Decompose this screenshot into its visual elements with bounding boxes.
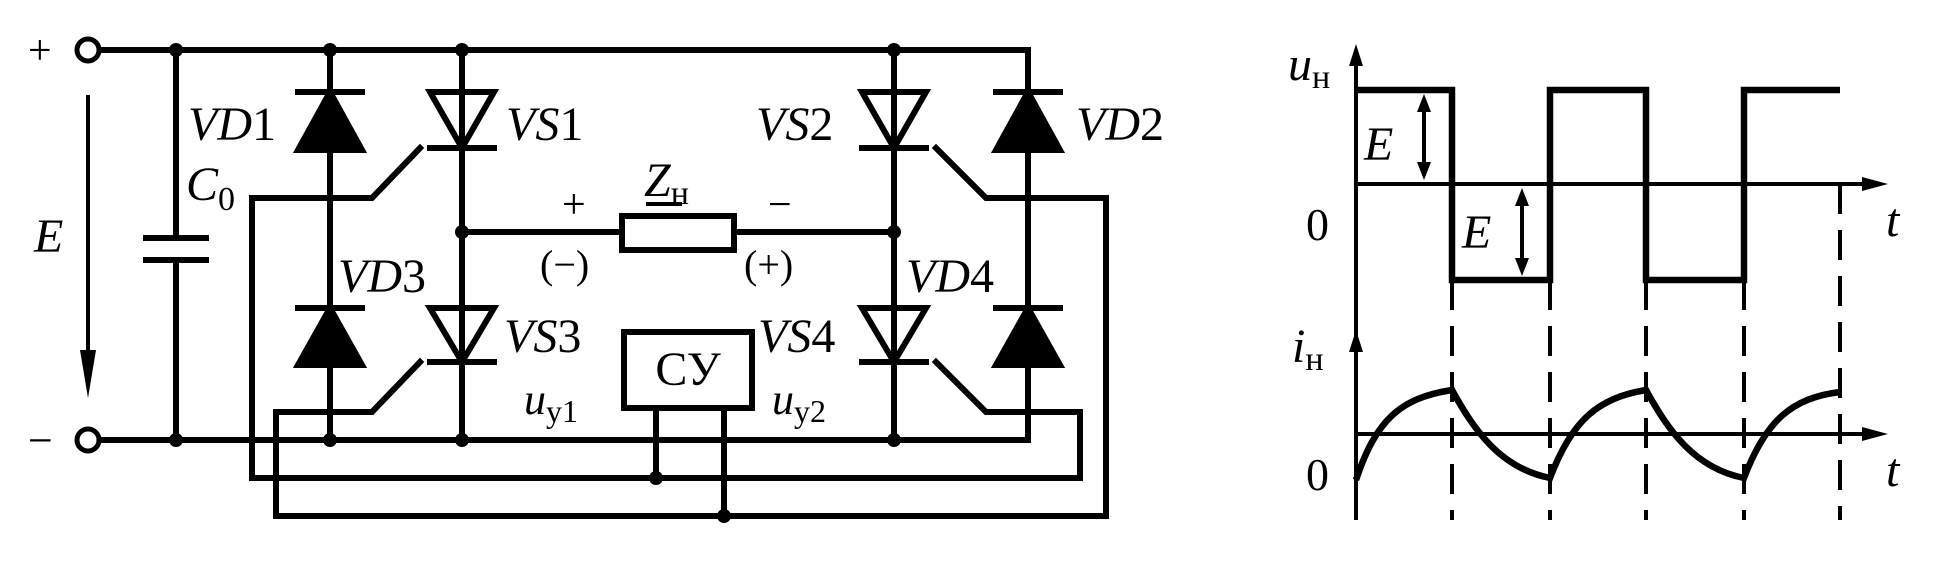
current-plot: iн t 0 — [1292, 320, 1901, 520]
current-exponential-wave — [1352, 386, 1841, 482]
voltage-y-label: uн — [1288, 38, 1330, 96]
vs4-gate-lead — [653, 357, 1083, 481]
switching-instant-lines — [1354, 184, 1842, 520]
diode-vd1: VD1 — [188, 85, 368, 153]
thyristor-vs1: VS1 — [249, 89, 659, 481]
source-voltage-label: E — [33, 210, 63, 263]
vs3-label: VS3 — [504, 310, 581, 363]
negative-bus — [97, 387, 1031, 443]
waveform-plots: uн t 0 E E — [1288, 38, 1901, 520]
load-zn: Zн + − (−) (+) — [459, 154, 897, 287]
thyristor-vs4: VS4 — [653, 305, 1083, 481]
negative-amplitude-label: E — [1461, 206, 1491, 259]
vs2-gate-lead — [721, 143, 1109, 519]
positive-amplitude-label: E — [1363, 118, 1393, 171]
capacitor-c0: C0 — [143, 47, 235, 443]
plus-sign: + — [28, 28, 52, 74]
minus-sign: − — [28, 416, 53, 465]
thyristor-vs3: VS3 — [273, 305, 727, 519]
load-plus-sign: + — [562, 182, 586, 228]
vs1-label: VS1 — [506, 98, 583, 151]
source-voltage-arrow: E — [33, 95, 96, 398]
positive-amplitude-marker: E — [1363, 94, 1431, 180]
vs1-gate-lead — [249, 143, 659, 481]
uy2-label: uу2 — [772, 375, 826, 429]
uy1-label: uу1 — [524, 375, 578, 429]
positive-terminal: + — [28, 28, 102, 74]
control-unit-label: СУ — [655, 343, 720, 396]
vd3-label: VD3 — [338, 250, 426, 303]
voltage-origin-label: 0 — [1306, 199, 1329, 250]
vs4-label: VS4 — [758, 310, 835, 363]
vd2-label: VD2 — [1076, 98, 1164, 151]
junction-dots — [169, 43, 901, 523]
negative-terminal: − — [28, 416, 102, 465]
load-minus-sign: − — [768, 182, 792, 228]
vd4-label: VD4 — [906, 250, 994, 303]
control-unit: СУ uу1 uу2 — [524, 329, 826, 519]
vs3-gate-lead — [273, 357, 727, 519]
diode-vd2: VD2 — [990, 85, 1164, 153]
voltage-plot: uн t 0 E E — [1288, 38, 1901, 520]
load-alt-plus: (+) — [744, 242, 793, 287]
negative-amplitude-marker: E — [1461, 188, 1529, 276]
capacitor-label: C0 — [186, 158, 235, 218]
bridge-inverter-circuit: + − E C0 — [28, 28, 1164, 523]
diode-vd3: VD3 — [292, 250, 426, 368]
diode-vd4: VD4 — [906, 250, 1066, 368]
current-x-label: t — [1886, 444, 1901, 497]
thyristor-vs2: VS2 — [721, 89, 1109, 519]
current-origin-label: 0 — [1306, 449, 1329, 500]
voltage-x-label: t — [1886, 194, 1901, 247]
load-alt-minus: (−) — [540, 242, 589, 287]
current-y-label: iн — [1292, 320, 1324, 378]
voltage-square-wave — [1356, 86, 1840, 284]
vs2-label: VS2 — [756, 98, 833, 151]
vd1-label: VD1 — [188, 98, 276, 151]
